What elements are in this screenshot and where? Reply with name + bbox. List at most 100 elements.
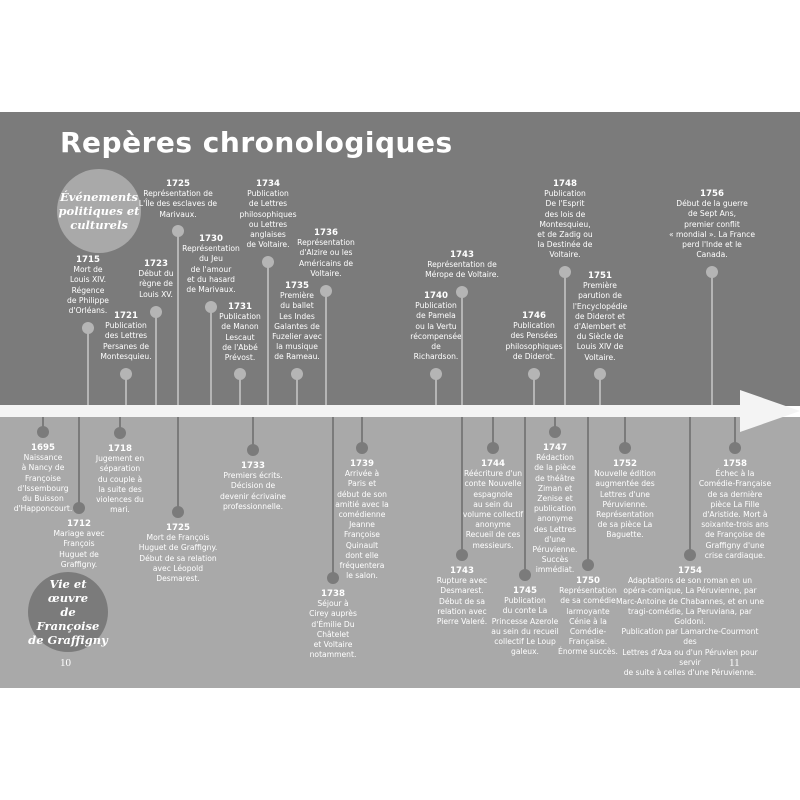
- event-year: 1736: [314, 228, 338, 238]
- timeline-arrow-head: [740, 390, 800, 432]
- page-title: Repères chronologiques: [60, 126, 453, 159]
- event-year: 1725: [166, 523, 190, 533]
- event-stem: [125, 374, 127, 405]
- event-text: Mariage avec François Huguet de Graffign…: [53, 529, 105, 569]
- event-dot: [172, 506, 184, 518]
- event-stem: [210, 307, 212, 405]
- event-year: 1733: [241, 461, 265, 471]
- event-dot: [519, 569, 531, 581]
- event-dot: [291, 368, 303, 380]
- event-year: 1758: [723, 459, 747, 469]
- event-text: Première parution de l'Encyclopédie de D…: [572, 281, 628, 362]
- event-text: Représentation de sa comédie larmoyante …: [558, 586, 618, 657]
- event-year: 1725: [166, 179, 190, 189]
- event-text: Rédaction de la pièce de théâtre Ziman e…: [532, 453, 578, 575]
- event-text: Arrivée à Paris et début de son amitié a…: [335, 469, 389, 581]
- event-dot: [706, 266, 718, 278]
- event-dot: [247, 444, 259, 456]
- political-section-badge: Événements politiques et culturels: [57, 169, 141, 253]
- event-year: 1718: [108, 444, 132, 454]
- event-text: Publication des Lettres Persanes de Mont…: [100, 321, 152, 361]
- event-dot: [684, 549, 696, 561]
- event-year: 1738: [321, 589, 345, 599]
- event-dot: [205, 301, 217, 313]
- event-dot: [594, 368, 606, 380]
- event-text: Publication de Lettres philosophiques ou…: [239, 189, 297, 250]
- event-dot: [327, 572, 339, 584]
- event-year: 1747: [543, 443, 567, 453]
- event-stem: [461, 292, 463, 405]
- event-dot: [234, 368, 246, 380]
- event-stem: [492, 417, 494, 448]
- event-stem: [734, 417, 736, 448]
- event-text: Échec à la Comédie-Française de sa derni…: [698, 469, 772, 560]
- event-dot: [729, 442, 741, 454]
- event-dot: [114, 427, 126, 439]
- event-year: 1743: [450, 250, 474, 260]
- event-year: 1750: [576, 576, 600, 586]
- event-stem: [177, 417, 179, 512]
- event-dot: [619, 442, 631, 454]
- event-dot: [549, 426, 561, 438]
- event-year: 1752: [613, 459, 637, 469]
- event-text: Représentation de Mérope de Voltaire.: [425, 260, 499, 280]
- event-year: 1754: [678, 566, 702, 576]
- event-stem: [325, 291, 327, 405]
- event-year: 1731: [228, 302, 252, 312]
- event-year: 1748: [553, 179, 577, 189]
- event-dot: [559, 266, 571, 278]
- event-year: 1743: [450, 566, 474, 576]
- event-text: Publication De l'Esprit des lois de Mont…: [537, 189, 593, 260]
- event-dot: [82, 322, 94, 334]
- event-stem: [239, 374, 241, 405]
- event-dot: [487, 442, 499, 454]
- event-year: 1739: [350, 459, 374, 469]
- event-year: 1734: [256, 179, 280, 189]
- event-text: Publication du conte La Princesse Azerol…: [491, 596, 559, 657]
- event-stem: [711, 272, 713, 405]
- event-stem: [533, 374, 535, 405]
- event-stem: [624, 417, 626, 448]
- event-year: 1740: [424, 291, 448, 301]
- political-events-area: [0, 112, 800, 406]
- event-stem: [587, 417, 589, 565]
- event-dot: [73, 502, 85, 514]
- event-text: Publication de Pamela ou la Vertu récomp…: [410, 301, 462, 362]
- event-stem: [119, 417, 121, 433]
- event-text: Réécriture d'un conte Nouvelle espagnole…: [462, 469, 524, 550]
- event-text: Représentation d'Alzire ou les Américain…: [297, 238, 355, 278]
- event-year: 1723: [144, 259, 168, 269]
- event-text: Mort de Louis XIV. Régence de Philippe d…: [67, 265, 109, 316]
- event-dot: [356, 442, 368, 454]
- event-dot: [37, 426, 49, 438]
- event-stem: [564, 272, 566, 405]
- event-year: 1744: [481, 459, 505, 469]
- event-stem: [296, 374, 298, 405]
- event-dot: [582, 559, 594, 571]
- event-text: Début de la guerre de Sept Ans, premier …: [668, 199, 756, 260]
- event-stem: [332, 417, 334, 578]
- event-stem: [177, 231, 179, 405]
- event-stem: [252, 417, 254, 450]
- event-stem: [554, 417, 556, 432]
- life-section-badge: Vie et œuvre de Françoise de Graffigny: [28, 572, 108, 652]
- event-stem: [524, 417, 526, 575]
- event-dot: [172, 225, 184, 237]
